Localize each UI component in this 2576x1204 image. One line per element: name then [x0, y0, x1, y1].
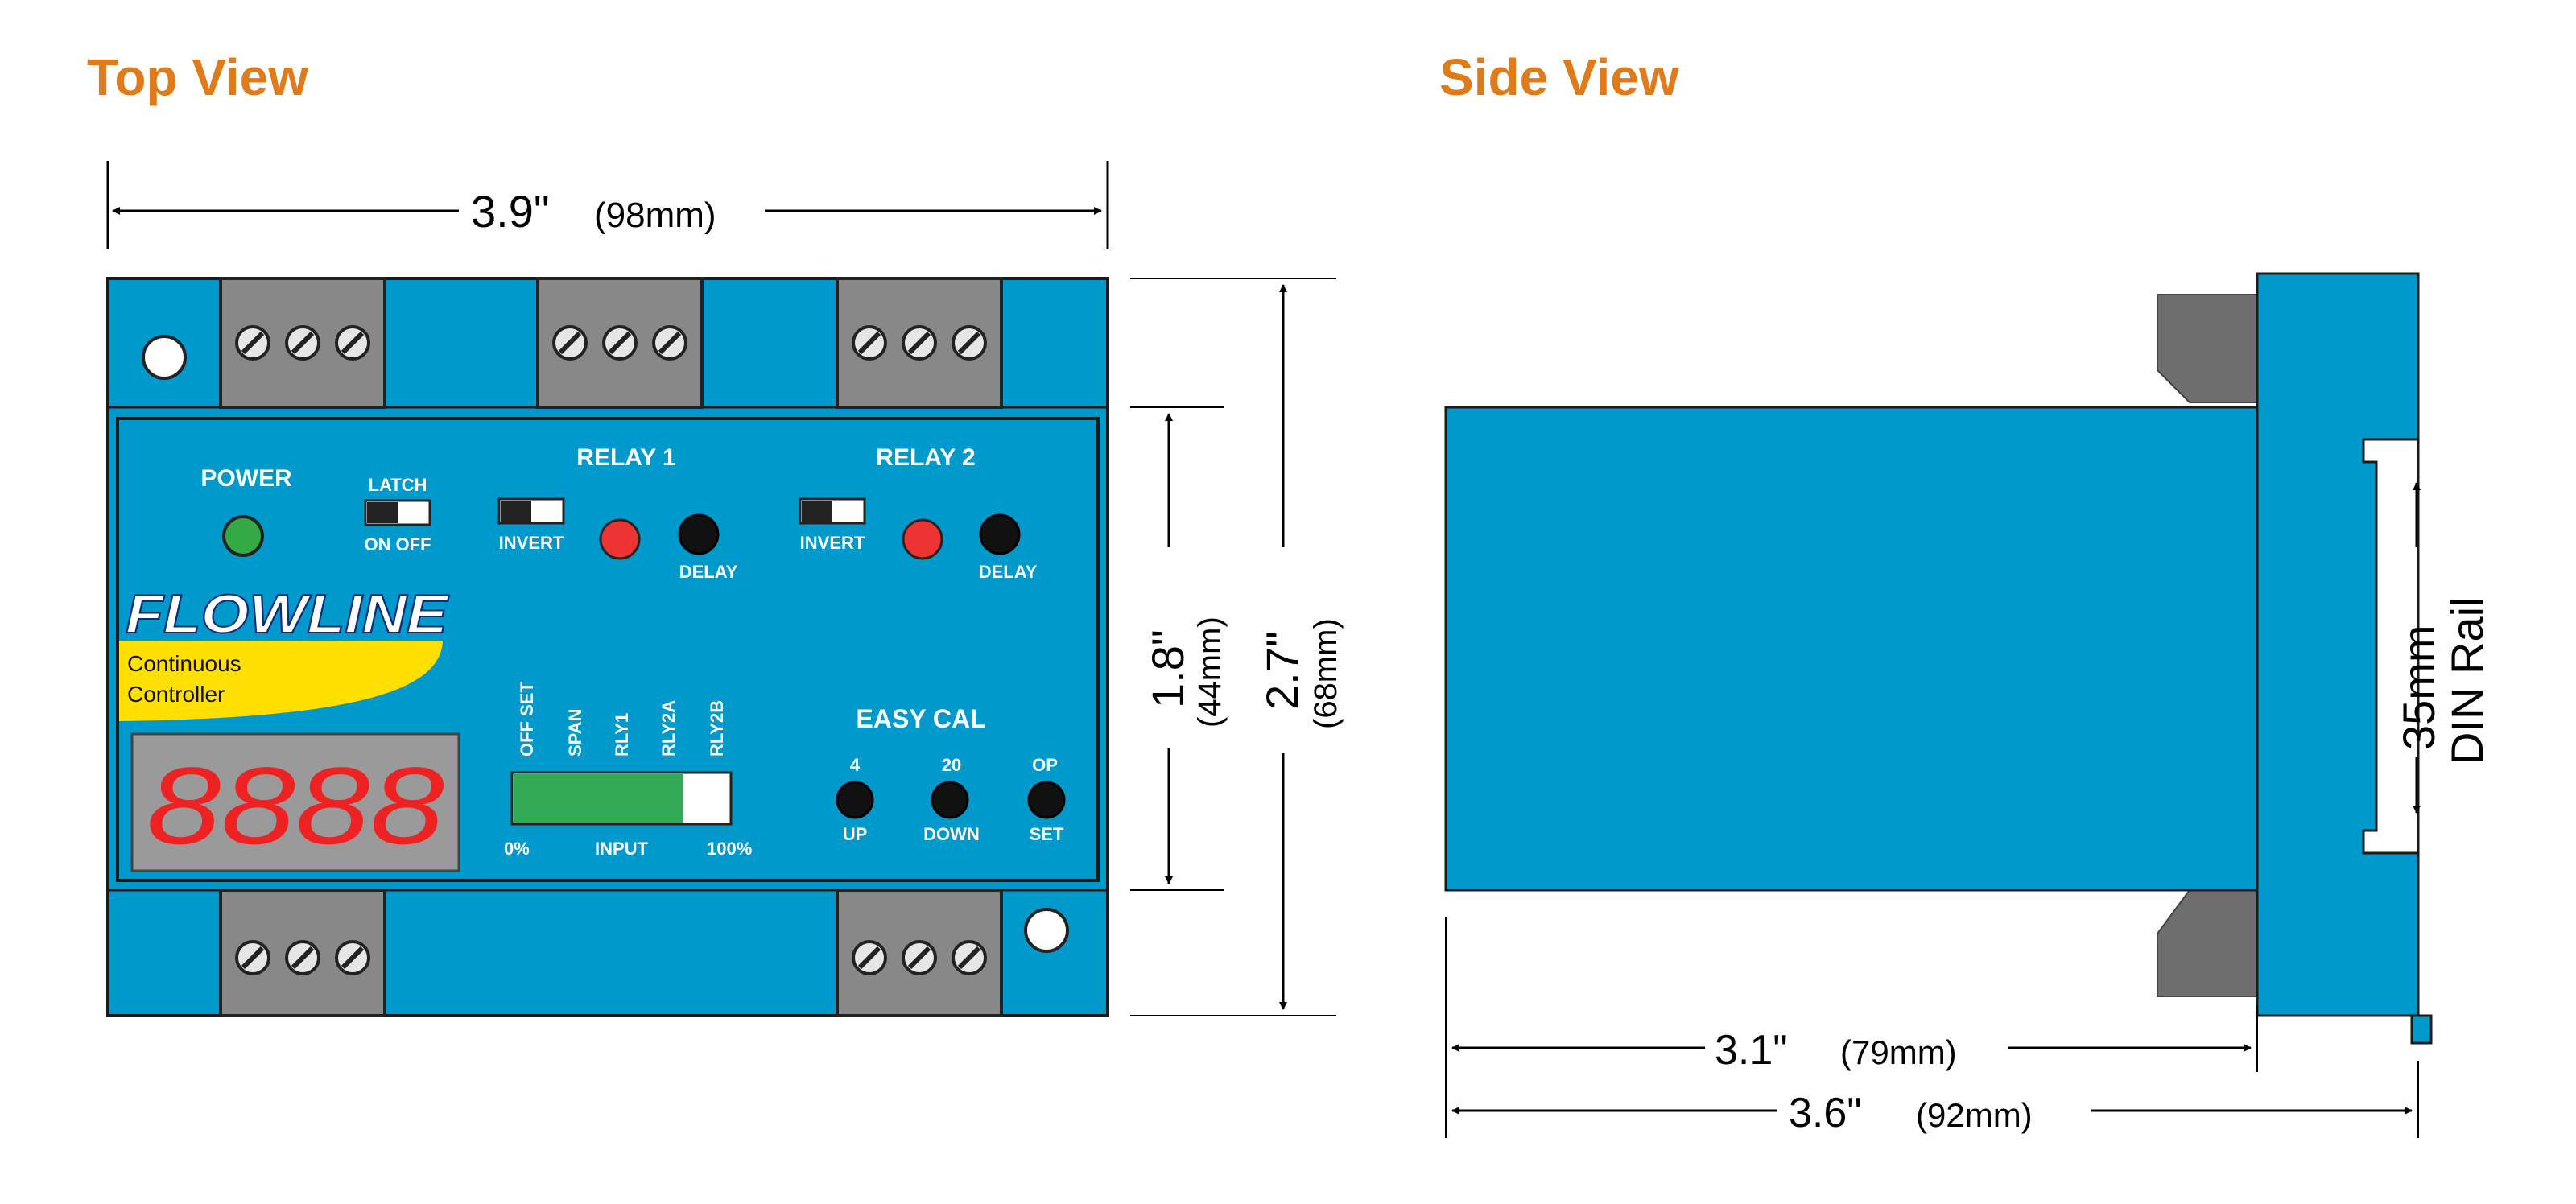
body-depth-inch: 3.1": [1715, 1027, 1788, 1074]
product-line1: Continuous: [127, 651, 242, 676]
top-width-inch: 3.9": [471, 186, 550, 237]
relay1-delay-knob[interactable]: [678, 513, 720, 555]
total-height-mm: (68mm): [1308, 618, 1344, 729]
input-bar: [510, 771, 733, 826]
body-depth-mm: (79mm): [1840, 1033, 1957, 1071]
total-height-inch: 2.7": [1257, 631, 1307, 710]
relay1-led: [599, 518, 641, 560]
relay1-delay-label: DELAY: [679, 562, 738, 582]
relay2-delay-knob[interactable]: [979, 513, 1021, 555]
front-panel: [116, 417, 1100, 882]
mounting-hole: [1024, 908, 1069, 953]
relay1-invert-label: INVERT: [499, 533, 564, 553]
side-view-title: Side View: [1439, 48, 1679, 106]
relay2-invert-switch[interactable]: [799, 497, 866, 525]
on-off-label: ON OFF: [364, 534, 431, 555]
relay1-invert-switch[interactable]: [497, 497, 565, 525]
terminal-block: [219, 889, 386, 1017]
din-rail-size: 35mm: [2393, 625, 2444, 750]
din-clip-top: [2157, 294, 2258, 403]
up-button[interactable]: [836, 781, 874, 819]
input-min-label: 0%: [504, 839, 530, 859]
front-height-inch: 1.8": [1142, 629, 1193, 708]
power-led: [222, 515, 264, 557]
top-width-mm: (98mm): [594, 196, 716, 235]
led-display: [130, 732, 460, 872]
latch-label: LATCH: [369, 475, 427, 495]
btn-down-label: DOWN: [923, 824, 980, 844]
latch-switch[interactable]: [364, 499, 431, 526]
brand-stripe: [119, 641, 443, 721]
front-height-mm: (44mm): [1192, 616, 1228, 728]
btn-set-label: SET: [1030, 824, 1064, 844]
total-depth-inch: 3.6": [1789, 1090, 1862, 1136]
relay2-invert-label: INVERT: [800, 533, 865, 553]
btn-20-label: 20: [942, 755, 961, 775]
btn-op-label: OP: [1032, 755, 1058, 775]
mounting-hole: [142, 335, 187, 380]
terminal-block: [536, 277, 704, 409]
cal-label-span: SPAN: [565, 709, 585, 757]
din-rail-slot: [2362, 438, 2420, 855]
relay2-led: [902, 518, 943, 560]
easy-cal-label: EASY CAL: [856, 704, 985, 733]
cal-label-offset: OFF SET: [517, 682, 537, 757]
flowline-logo: FLOWLINE: [126, 583, 450, 645]
product-line2: Controller: [127, 682, 225, 707]
input-max-label: 100%: [707, 839, 752, 859]
btn-up-label: UP: [843, 824, 868, 844]
relay2-label: RELAY 2: [876, 444, 975, 471]
din-clip-bottom: [2157, 889, 2258, 997]
total-depth-mm: (92mm): [1916, 1096, 2033, 1134]
terminal-block: [836, 889, 1003, 1017]
height-dimensions: 1.8" (44mm) 2.7" (68mm): [1130, 278, 1344, 1016]
relay1-label: RELAY 1: [576, 444, 675, 471]
terminal-block: [219, 277, 386, 409]
cal-label-rly1: RLY1: [612, 713, 632, 757]
depth-dimensions: 3.1" (79mm) 3.6" (92mm): [1445, 917, 2419, 1138]
cal-label-rly2a: RLY2A: [658, 700, 679, 757]
input-label: INPUT: [595, 839, 649, 859]
btn-4-label: 4: [850, 755, 861, 775]
terminal-block: [836, 277, 1003, 409]
side-housing-body: [1444, 406, 2259, 892]
set-button[interactable]: [1027, 781, 1066, 819]
controller-top-view: POWER LATCH ON OFF RELAY 1 INVERT DELAY …: [106, 277, 1109, 1017]
down-button[interactable]: [931, 781, 969, 819]
controller-side-view: 35mm DIN Rail: [1444, 272, 2492, 1045]
relay2-delay-label: DELAY: [979, 562, 1038, 582]
power-label: POWER: [200, 465, 292, 492]
top-width-dimension: 3.9" (98mm): [106, 161, 1109, 249]
top-view-title: Top View: [87, 48, 308, 106]
cal-label-rly2b: RLY2B: [707, 700, 727, 757]
display-digits: 8888: [147, 744, 444, 867]
din-rail-name: DIN Rail: [2442, 597, 2492, 765]
